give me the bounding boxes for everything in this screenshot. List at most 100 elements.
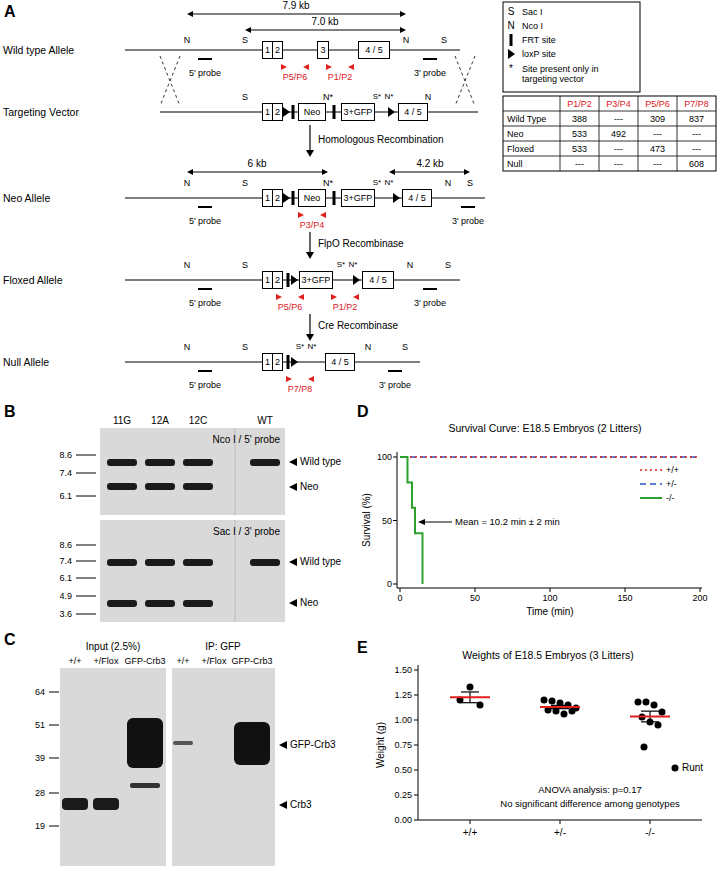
lane-label: 12C	[189, 415, 207, 427]
dimension-arrow	[250, 30, 401, 31]
exon-label: 1	[265, 108, 270, 117]
site-letter: N*	[349, 260, 358, 269]
mean-line	[540, 706, 580, 708]
loxp-site	[393, 193, 400, 203]
table-cell: 309	[650, 113, 665, 123]
band	[62, 798, 88, 810]
band	[107, 600, 137, 607]
chart-title: Weights of E18.5 Embryos (3 Litters)	[462, 649, 633, 661]
axis-tick	[470, 820, 471, 824]
primer-label: P5/P6	[278, 302, 303, 312]
panel-letter: A	[4, 3, 16, 21]
exon-label: 1	[265, 194, 270, 203]
loxp-site	[283, 107, 290, 117]
survival-line	[400, 457, 423, 584]
lane-label: GFP-Crb3	[124, 656, 165, 666]
table-rule	[503, 141, 716, 142]
arrowhead	[322, 169, 328, 175]
exon-box: 4 / 5	[398, 103, 428, 121]
probe-label: 5' probe	[189, 380, 221, 390]
site-letter: S	[242, 35, 248, 45]
axis-tick-label: 50	[470, 593, 480, 603]
arrowhead	[279, 801, 287, 809]
exon-label: 4 / 5	[408, 194, 426, 203]
probe-label: 5' probe	[189, 68, 221, 78]
band	[107, 483, 137, 490]
size-marker: 8.6	[59, 450, 72, 460]
dimension-arrow	[394, 172, 465, 173]
size-marker: 28	[35, 788, 45, 798]
error-bar	[551, 708, 569, 709]
legend-sample	[672, 765, 679, 772]
table-rule	[599, 96, 600, 171]
data-point	[655, 722, 662, 729]
data-point	[643, 699, 650, 706]
arrowhead	[306, 334, 314, 341]
axis-tick	[414, 795, 418, 796]
exon-label: 2	[275, 276, 280, 285]
primer-arrow	[276, 294, 282, 300]
site-letter: S	[467, 178, 473, 188]
legend-sample	[640, 469, 662, 471]
axis-tick-label: 0	[387, 579, 392, 589]
marker-tick	[76, 561, 96, 562]
survival-line	[400, 456, 700, 458]
blot-title: Input (2.5%)	[86, 641, 140, 653]
crossover-line	[160, 56, 180, 106]
primer-arrow	[303, 64, 309, 70]
arrowhead	[245, 27, 251, 33]
primer-arrow	[298, 212, 304, 218]
axis-tick-label: +/+	[463, 827, 477, 839]
dimension-arrow	[192, 14, 401, 15]
legend-key: *	[509, 63, 513, 75]
table-cell: Neo	[507, 128, 524, 138]
frt-site	[333, 191, 336, 205]
probe-label: 3' probe	[379, 380, 411, 390]
site-letter: S	[242, 178, 248, 188]
crossover-line	[455, 56, 475, 106]
data-point	[635, 699, 642, 706]
blot	[60, 668, 166, 866]
probe-bar	[461, 206, 475, 208]
axis-tick-label: 200	[692, 593, 707, 603]
frt-site	[287, 355, 290, 369]
primer-arrow	[353, 294, 359, 300]
arrowhead	[187, 11, 193, 17]
site-letter: N*	[385, 92, 394, 101]
exon-label: 3+GFP	[302, 276, 331, 285]
blot-title: Nco I / 5' probe	[213, 434, 281, 446]
stats-note: No significant difference among genotype…	[500, 799, 679, 810]
table-header: P7/P8	[684, 98, 709, 108]
axis-tick	[475, 588, 476, 592]
site-letter: S*	[373, 92, 381, 101]
exon-label: 2	[275, 194, 280, 203]
table-rule	[638, 96, 639, 171]
exon-label: 2	[275, 46, 280, 55]
table-rule	[560, 96, 561, 171]
site-letter: N	[184, 342, 191, 352]
band	[93, 798, 119, 810]
axis-tick-label: 0.75	[394, 740, 412, 750]
step-arrow	[309, 314, 310, 334]
table-cell: ---	[614, 158, 623, 168]
exon-label: 1	[265, 276, 270, 285]
size-marker: 64	[35, 687, 45, 697]
probe-bar	[198, 288, 212, 290]
band-label: Wild type	[300, 556, 341, 568]
legend-text: Site present only in targeting vector	[522, 64, 634, 85]
exon-box: Neo	[298, 189, 326, 207]
marker-tick	[49, 793, 59, 794]
chart-title: Survival Curve: E18.5 Embryos (2 Litters…	[448, 422, 641, 434]
band	[183, 559, 213, 566]
band	[183, 600, 213, 607]
mean-line	[450, 696, 490, 698]
probe-bar	[423, 288, 437, 290]
axis-tick	[414, 770, 418, 771]
axis-tick	[625, 588, 626, 592]
site-letter: S*	[373, 178, 381, 187]
band	[127, 718, 163, 768]
table-cell: 837	[689, 113, 704, 123]
site-letter: N	[425, 92, 432, 102]
arrowhead	[289, 599, 297, 607]
